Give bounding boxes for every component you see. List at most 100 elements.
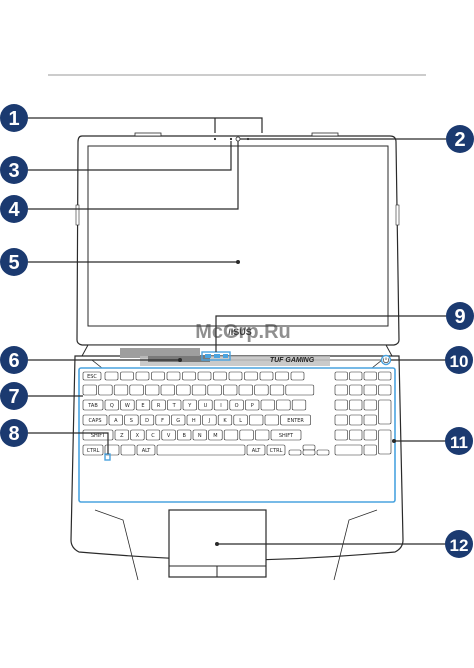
key-s-label: S	[130, 418, 133, 424]
key-numpad	[363, 399, 377, 411]
status-led-2	[214, 354, 220, 358]
key-b-label: B	[182, 433, 186, 439]
key-x-label: X	[136, 433, 140, 439]
callout-number-1: 1	[8, 108, 19, 130]
key-numpad	[334, 414, 348, 426]
key-numpad-top	[334, 371, 348, 381]
callout-5: 5	[0, 248, 28, 276]
key-i	[213, 399, 229, 411]
key-numpad	[349, 429, 363, 441]
key-symbol	[276, 399, 291, 411]
key-k	[217, 414, 233, 426]
key-n	[192, 429, 207, 441]
key-caps-label: CAPS	[88, 418, 101, 424]
key-w-label: W	[125, 403, 130, 409]
callout-badge-7	[0, 382, 28, 410]
key-alt-right-label: ALT	[252, 448, 262, 454]
key-function	[213, 371, 227, 381]
key-g	[171, 414, 186, 426]
key-number	[113, 384, 129, 396]
key-shift-right-label: SHIFT	[279, 433, 294, 439]
key-m-label: M	[213, 433, 217, 439]
callout-4: 4	[0, 195, 28, 223]
key-n-label: N	[198, 433, 202, 439]
key-a-label: A	[114, 418, 118, 424]
key-r	[151, 399, 166, 411]
lid-logo: /ISUS	[228, 327, 252, 337]
key-l-label: L	[239, 418, 242, 424]
key-h	[186, 414, 201, 426]
callout-badge-3	[0, 156, 28, 184]
key-number	[160, 384, 175, 396]
key-numpad	[349, 384, 363, 396]
key-number	[238, 384, 253, 396]
key-windows	[120, 444, 136, 456]
key-a	[108, 414, 123, 426]
camera-lens	[235, 136, 241, 142]
key-space	[156, 444, 246, 456]
callout-2: 2	[446, 125, 474, 153]
key-numpad	[378, 384, 392, 396]
power-icon	[383, 357, 389, 363]
key-o-label: O	[235, 403, 239, 409]
key-arrow-down	[302, 449, 316, 456]
callout-10: 10	[445, 346, 473, 374]
key-ctrl-right	[266, 444, 286, 456]
callout-8: 8	[0, 419, 28, 447]
key-function	[151, 371, 165, 381]
key-numpad	[349, 414, 363, 426]
key-o	[229, 399, 244, 411]
key-numpad-enter	[378, 429, 392, 455]
key-tab-label: TAB	[87, 403, 98, 409]
callout-badge-8	[0, 419, 28, 447]
key-ctrl-left	[82, 444, 104, 456]
key-symbol	[255, 429, 270, 441]
key-j-label: J	[208, 418, 210, 424]
key-u	[198, 399, 213, 411]
key-z-label: Z	[120, 433, 124, 439]
key-h-label: H	[192, 418, 196, 424]
callout-number-5: 5	[8, 252, 19, 274]
key-numpad-plus	[378, 399, 392, 425]
callout-12: 12	[445, 530, 473, 558]
key-function	[275, 371, 289, 381]
key-enter	[280, 414, 311, 426]
leader-dot-5	[236, 260, 240, 264]
lid-side-accent-right	[395, 204, 400, 226]
callout-6: 6	[0, 346, 28, 374]
key-symbol	[291, 399, 307, 411]
key-number	[207, 384, 222, 396]
key-m	[208, 429, 223, 441]
palmrest-accent-left	[94, 509, 139, 581]
vent-grille-left	[120, 348, 200, 358]
key-numpad	[334, 399, 348, 411]
leader-dot-12	[215, 542, 219, 546]
key-numpad-zero	[334, 444, 363, 456]
key-number	[176, 384, 191, 396]
callout-badge-9	[446, 302, 474, 330]
callout-11: 11	[445, 427, 473, 455]
key-c	[145, 429, 161, 441]
key-p-label: P	[251, 403, 254, 409]
leader-line-4	[28, 141, 239, 210]
key-number	[191, 384, 207, 396]
callout-badge-11	[445, 427, 473, 455]
lid-top-tab-right	[311, 132, 339, 137]
key-f-label: F	[161, 418, 164, 424]
key-y	[182, 399, 197, 411]
key-ctrl-left-label: CTRL	[87, 448, 100, 454]
key-number	[82, 384, 97, 396]
callout-badge-4	[0, 195, 28, 223]
callout-number-11: 11	[450, 433, 468, 452]
key-alt-left	[136, 444, 156, 456]
key-l	[233, 414, 248, 426]
key-c-label: C	[151, 433, 155, 439]
key-g-label: G	[176, 418, 180, 424]
callout-number-7: 7	[8, 386, 19, 408]
key-d-label: D	[145, 418, 149, 424]
leader-lines	[28, 117, 446, 545]
key-function	[197, 371, 212, 381]
key-function	[135, 371, 150, 381]
